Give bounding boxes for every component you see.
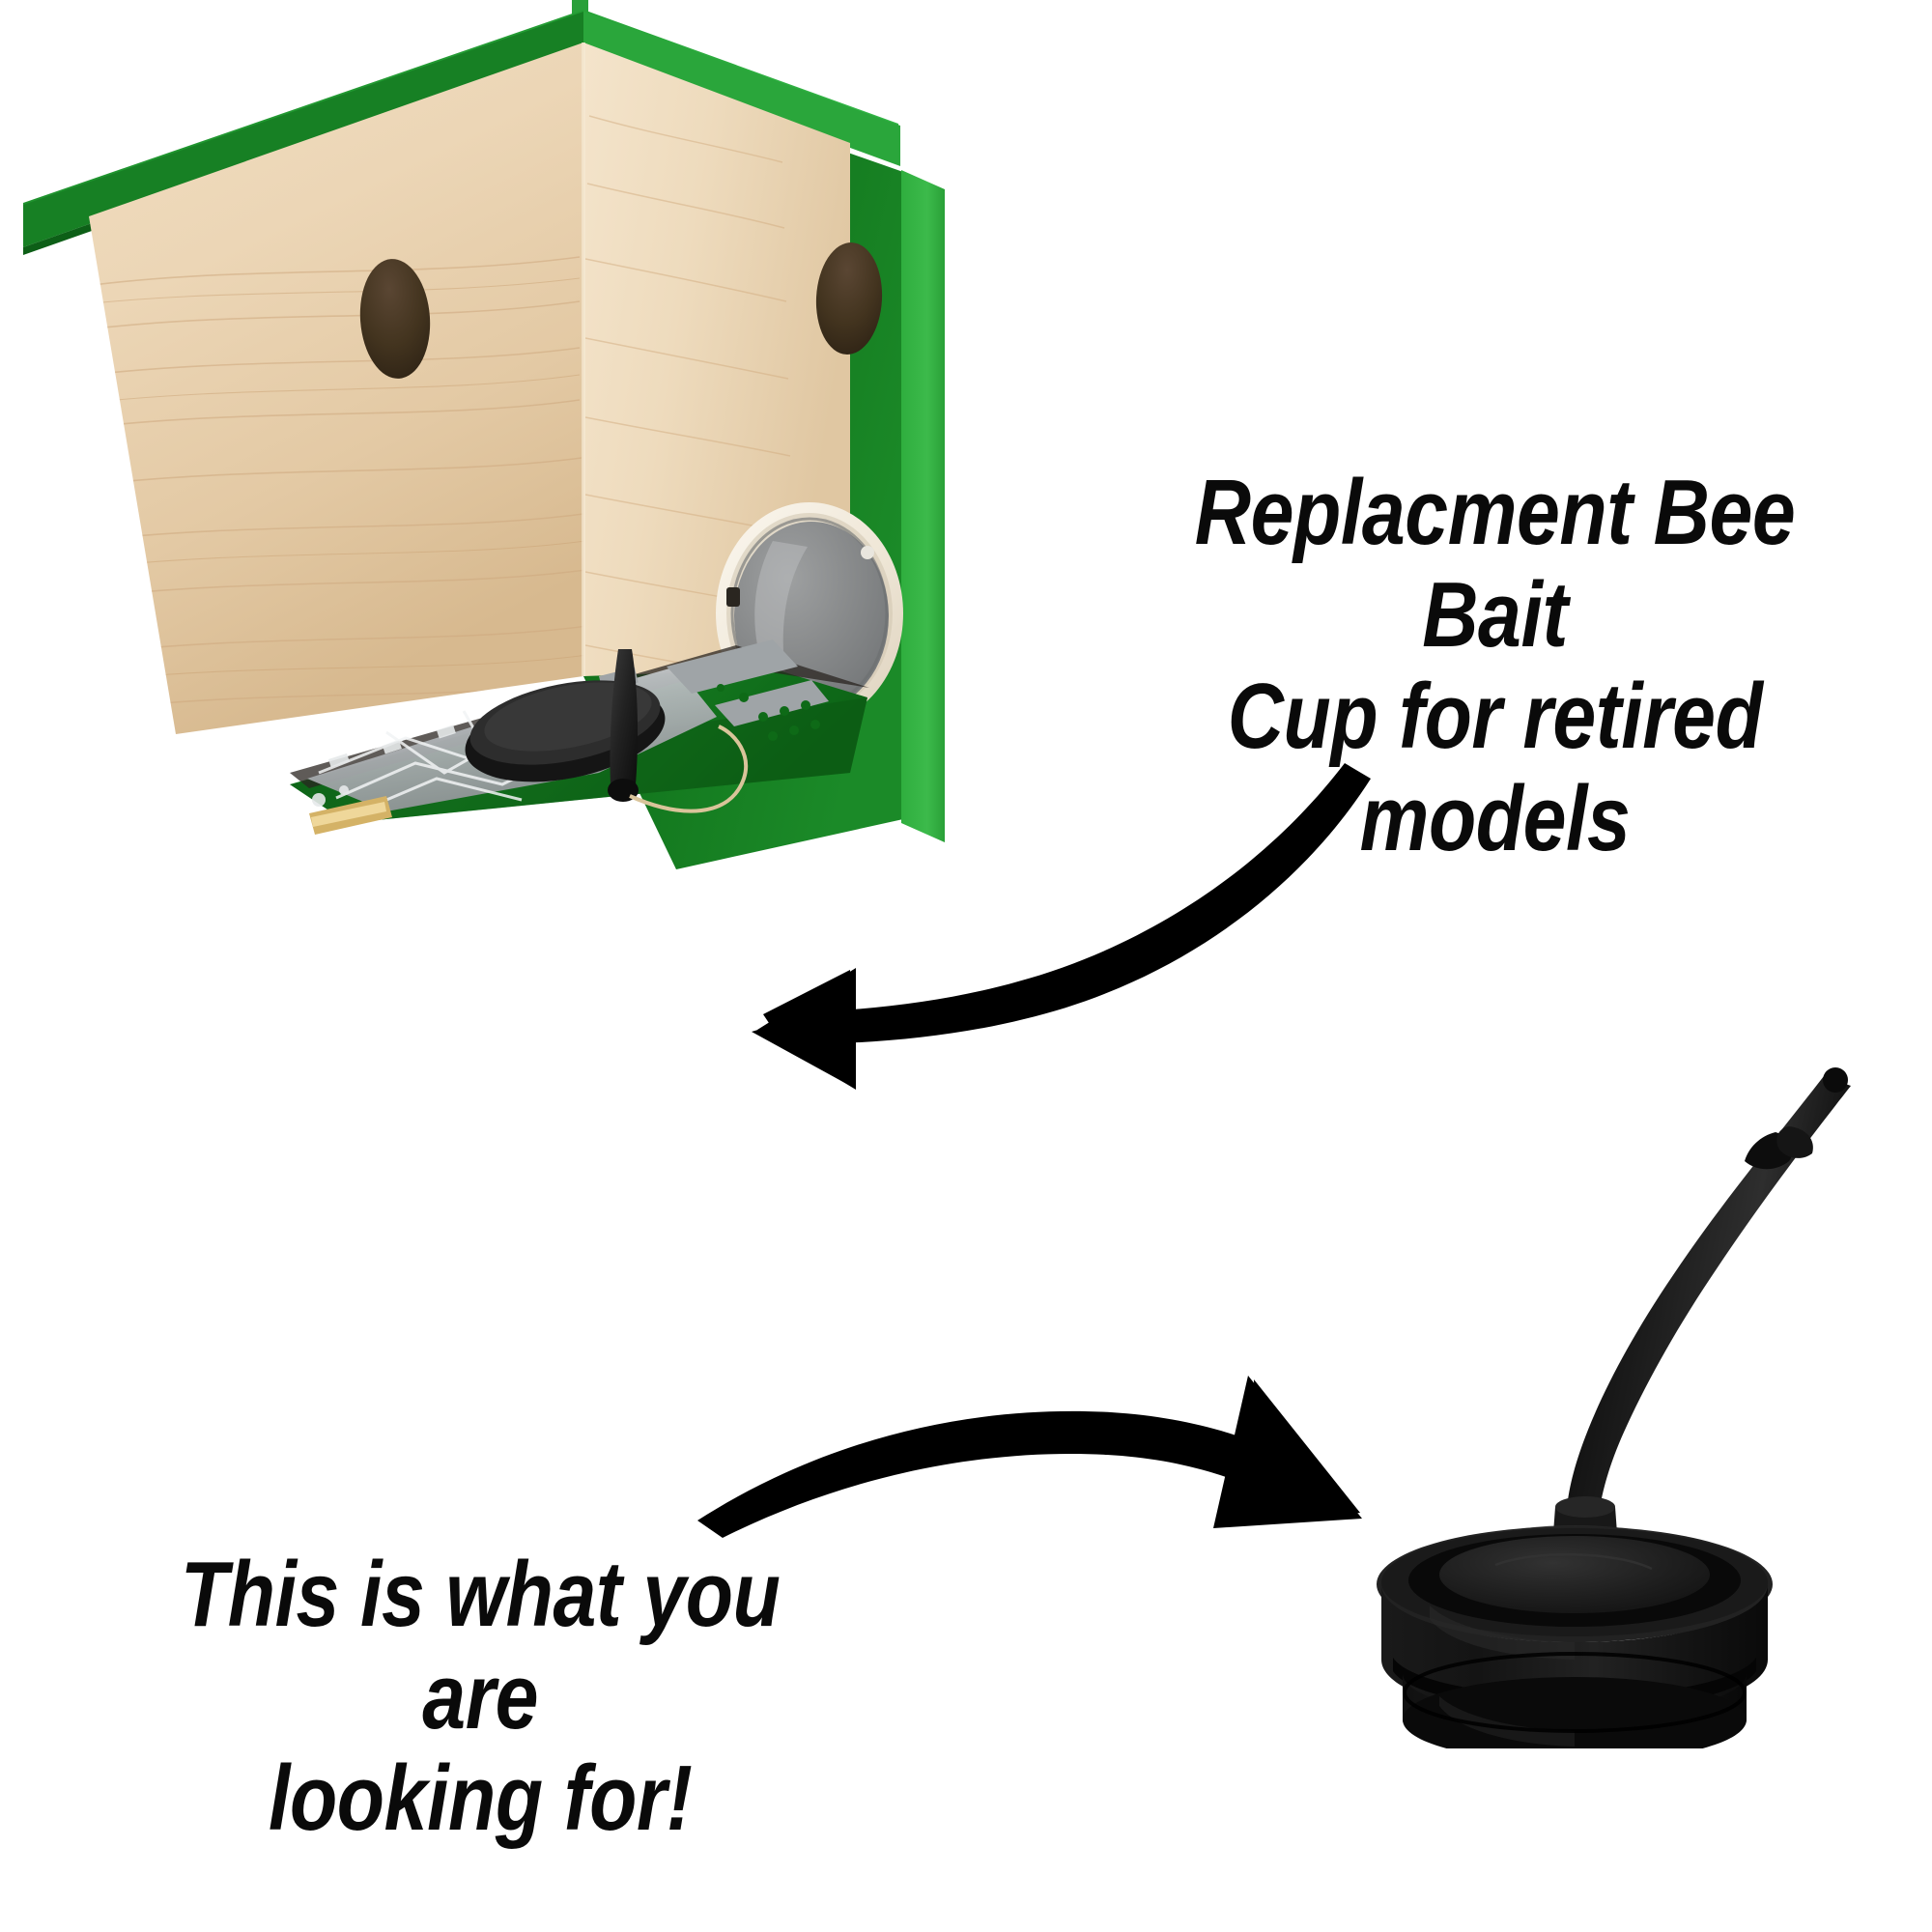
installed-bait-cup	[465, 649, 666, 802]
entrance-hole-left	[359, 259, 431, 379]
bait-cup-illustration	[1377, 1067, 1851, 1748]
bottom-callout-text: This is what you are looking for!	[180, 1543, 781, 1851]
birdhouse-product-image	[0, 0, 966, 869]
top-callout-text: Replacment Bee Bait Cup for retired mode…	[1194, 461, 1796, 870]
birdhouse-illustration	[23, 0, 945, 869]
top-arrow-head	[752, 970, 850, 1086]
cup-center-seam	[1494, 1552, 1653, 1571]
back-panel-edge	[901, 170, 945, 842]
circuit-board-assembly	[290, 639, 869, 835]
pcb-vias	[717, 684, 820, 741]
cup-stem	[1567, 1076, 1851, 1509]
top-arrow-head-tip	[757, 968, 856, 1090]
cup-stem-tip	[1823, 1067, 1848, 1093]
cup-base-rib-line	[1403, 1652, 1747, 1733]
lens-ir-led	[861, 546, 874, 559]
cup-collar-top	[1555, 1496, 1615, 1518]
entrance-hole-right	[815, 242, 883, 355]
installed-cup-stem	[610, 649, 639, 794]
antenna-wire	[629, 724, 749, 813]
cup-body-highlight	[1430, 1605, 1575, 1660]
cup-base-highlight	[1439, 1696, 1575, 1747]
lens-notch	[726, 587, 740, 607]
roof-edge-band-right	[583, 12, 900, 166]
cup-center-disc	[1439, 1536, 1710, 1613]
bottom-arrow-body	[697, 1410, 1306, 1538]
cup-stem-barb-2	[1776, 1126, 1813, 1158]
replacement-bee-bait-cup-image	[1236, 1043, 1913, 1748]
roof-edge-band	[23, 12, 583, 247]
